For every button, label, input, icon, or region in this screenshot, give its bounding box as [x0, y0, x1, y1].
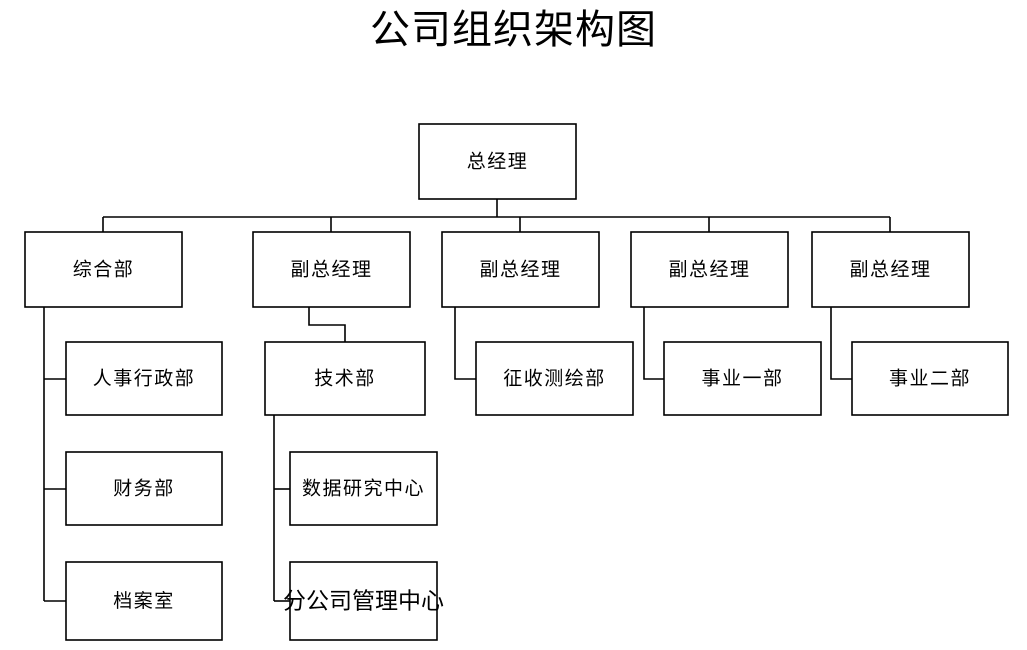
org-node[interactable]: 数据研究中心 — [289, 451, 438, 526]
node-label: 副总经理 — [290, 259, 372, 281]
node-label: 人事行政部 — [93, 368, 196, 390]
org-node[interactable]: 综合部 — [24, 231, 183, 308]
connector-c-n5-n14 — [643, 307, 664, 380]
node-box[interactable] — [475, 341, 634, 416]
connector-c-n3-n10 — [308, 307, 346, 342]
org-node[interactable]: 征收测绘部 — [475, 341, 634, 416]
node-label: 副总经理 — [849, 259, 931, 281]
node-box[interactable] — [24, 231, 183, 308]
org-node[interactable]: 技术部 — [264, 341, 426, 416]
org-node[interactable]: 副总经理 — [630, 231, 789, 308]
node-label: 档案室 — [113, 590, 175, 612]
node-box[interactable] — [289, 561, 438, 641]
node-label: 数据研究中心 — [302, 478, 425, 500]
node-box[interactable] — [289, 451, 438, 526]
node-box[interactable] — [65, 451, 223, 526]
org-node[interactable]: 人事行政部 — [65, 341, 223, 416]
node-box[interactable] — [663, 341, 822, 416]
org-node[interactable]: 档案室 — [65, 561, 223, 641]
node-label: 副总经理 — [479, 259, 561, 281]
node-box[interactable] — [65, 561, 223, 641]
page-title: 公司组织架构图 — [370, 7, 657, 53]
node-box[interactable] — [630, 231, 789, 308]
node-box[interactable] — [851, 341, 1009, 416]
org-node[interactable]: 副总经理 — [441, 231, 600, 308]
org-node[interactable]: 副总经理 — [811, 231, 970, 308]
node-box[interactable] — [264, 341, 426, 416]
node-label: 事业一部 — [701, 368, 783, 390]
node-box[interactable] — [811, 231, 970, 308]
node-label: 副总经理 — [668, 259, 750, 281]
connector-c-n4-n13 — [454, 307, 476, 380]
org-node[interactable]: 总经理 — [418, 123, 577, 200]
node-label: 综合部 — [73, 259, 135, 281]
node-box[interactable] — [441, 231, 600, 308]
node-box[interactable] — [418, 123, 577, 200]
org-node[interactable]: 分公司管理中心 — [283, 561, 444, 641]
node-label: 总经理 — [467, 151, 529, 173]
org-node[interactable]: 财务部 — [65, 451, 223, 526]
org-node[interactable]: 事业一部 — [663, 341, 822, 416]
node-label: 分公司管理中心 — [283, 589, 444, 615]
node-box[interactable] — [65, 341, 223, 416]
org-node[interactable]: 副总经理 — [252, 231, 411, 308]
node-label: 事业二部 — [889, 368, 971, 390]
connector-c-n6-n15 — [830, 307, 852, 380]
connector-layer — [43, 199, 891, 602]
node-label: 征收测绘部 — [503, 368, 606, 390]
node-box[interactable] — [252, 231, 411, 308]
node-label: 技术部 — [314, 368, 376, 390]
node-label: 财务部 — [113, 478, 175, 500]
org-node[interactable]: 事业二部 — [851, 341, 1009, 416]
